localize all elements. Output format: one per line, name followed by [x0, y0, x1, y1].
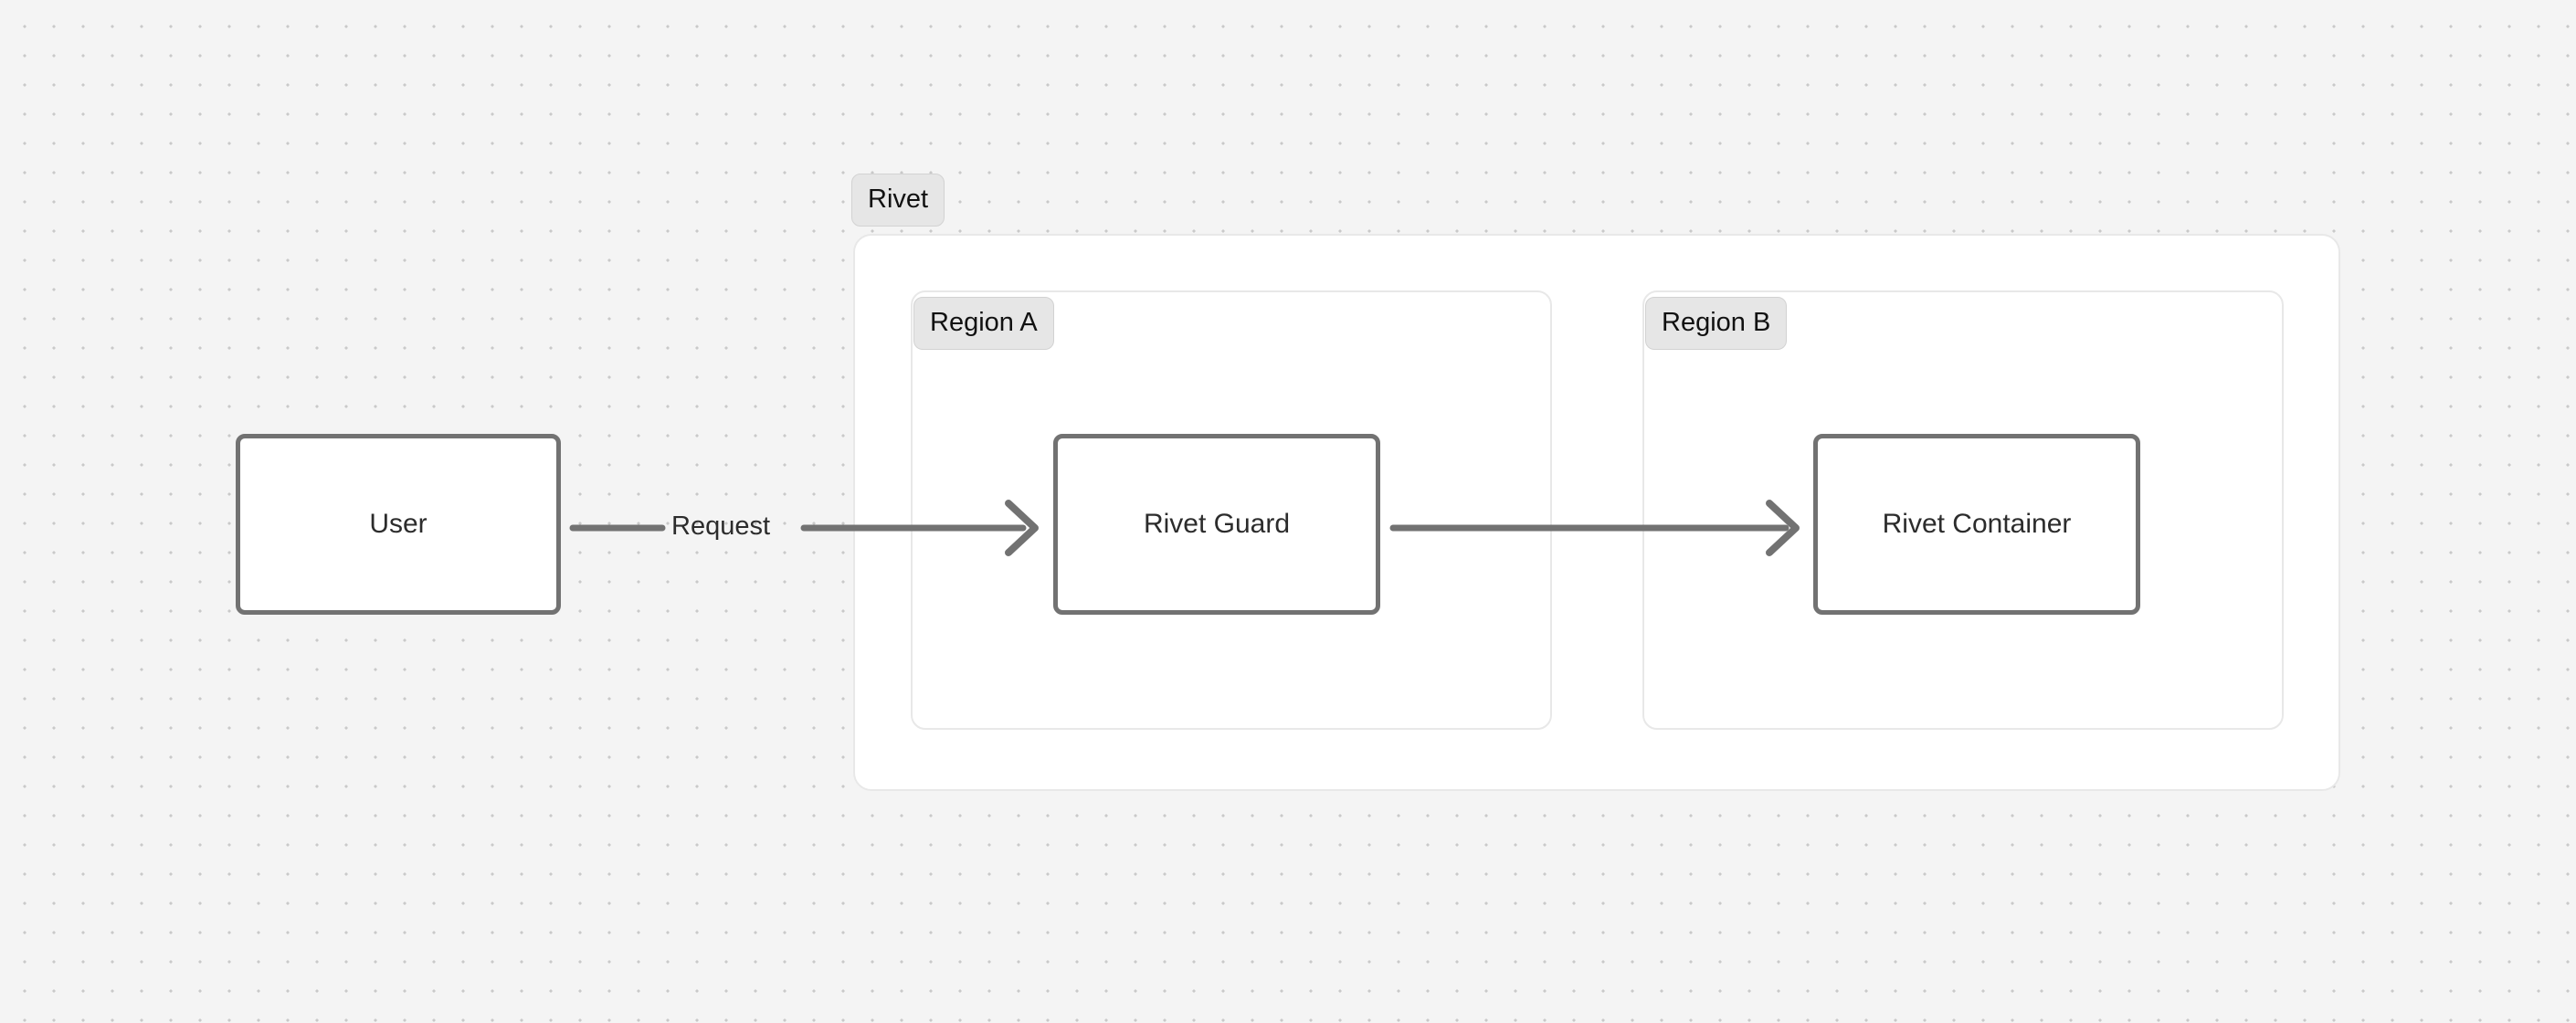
- node-rivet-container[interactable]: Rivet Container: [1813, 434, 2140, 615]
- group-label-region-a[interactable]: Region A: [913, 297, 1054, 350]
- node-user-label: User: [369, 509, 428, 539]
- edge-label-request: Request: [671, 512, 771, 541]
- node-rivet-guard[interactable]: Rivet Guard: [1053, 434, 1380, 615]
- node-rivet-guard-label: Rivet Guard: [1143, 509, 1291, 539]
- group-label-region-b[interactable]: Region B: [1645, 297, 1788, 350]
- node-rivet-container-label: Rivet Container: [1882, 509, 2072, 539]
- node-user[interactable]: User: [236, 434, 561, 615]
- group-label-rivet[interactable]: Rivet: [851, 174, 945, 227]
